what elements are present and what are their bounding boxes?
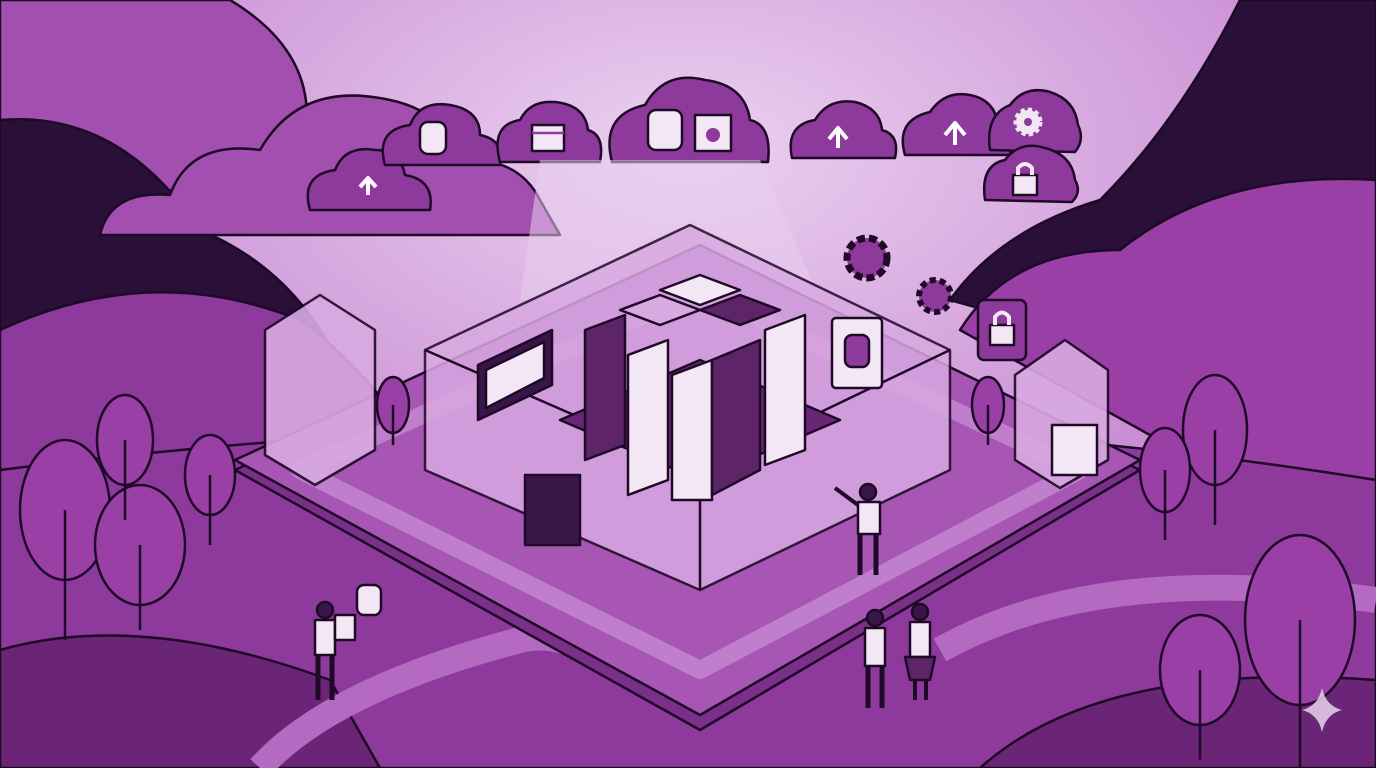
server-top xyxy=(698,293,782,327)
server-rack xyxy=(626,338,670,497)
trees xyxy=(18,373,1357,768)
server-racks xyxy=(558,273,842,502)
gear-icon xyxy=(843,234,891,282)
person-with-tablet xyxy=(313,600,357,700)
cloud-database-icon xyxy=(381,102,503,167)
monitor-kiosk xyxy=(476,328,554,422)
cloud-gear-icon xyxy=(987,88,1083,154)
glass-kiosk-left xyxy=(263,293,377,487)
database-icon xyxy=(355,583,383,617)
hill-bottom-right xyxy=(978,675,1376,768)
cloud-lock-icon xyxy=(982,144,1080,204)
sparkle-icon xyxy=(1302,688,1342,732)
cloud-browser-window-icon xyxy=(496,100,603,164)
server-top xyxy=(658,273,742,307)
gear-icon xyxy=(916,277,954,315)
server-rack xyxy=(670,358,714,502)
server-box xyxy=(1050,423,1099,477)
person-standing xyxy=(903,602,937,700)
server-rack xyxy=(583,313,627,462)
server-rack xyxy=(710,338,762,497)
cloud-database-settings-icon xyxy=(608,76,770,164)
database-panel-icon xyxy=(830,316,884,390)
cloud-upload-icon xyxy=(789,100,898,160)
server-rack xyxy=(763,313,807,467)
lock-icon xyxy=(976,298,1028,362)
person-standing xyxy=(863,608,887,708)
enclosure-door xyxy=(523,473,582,547)
person-pointing xyxy=(833,482,882,575)
